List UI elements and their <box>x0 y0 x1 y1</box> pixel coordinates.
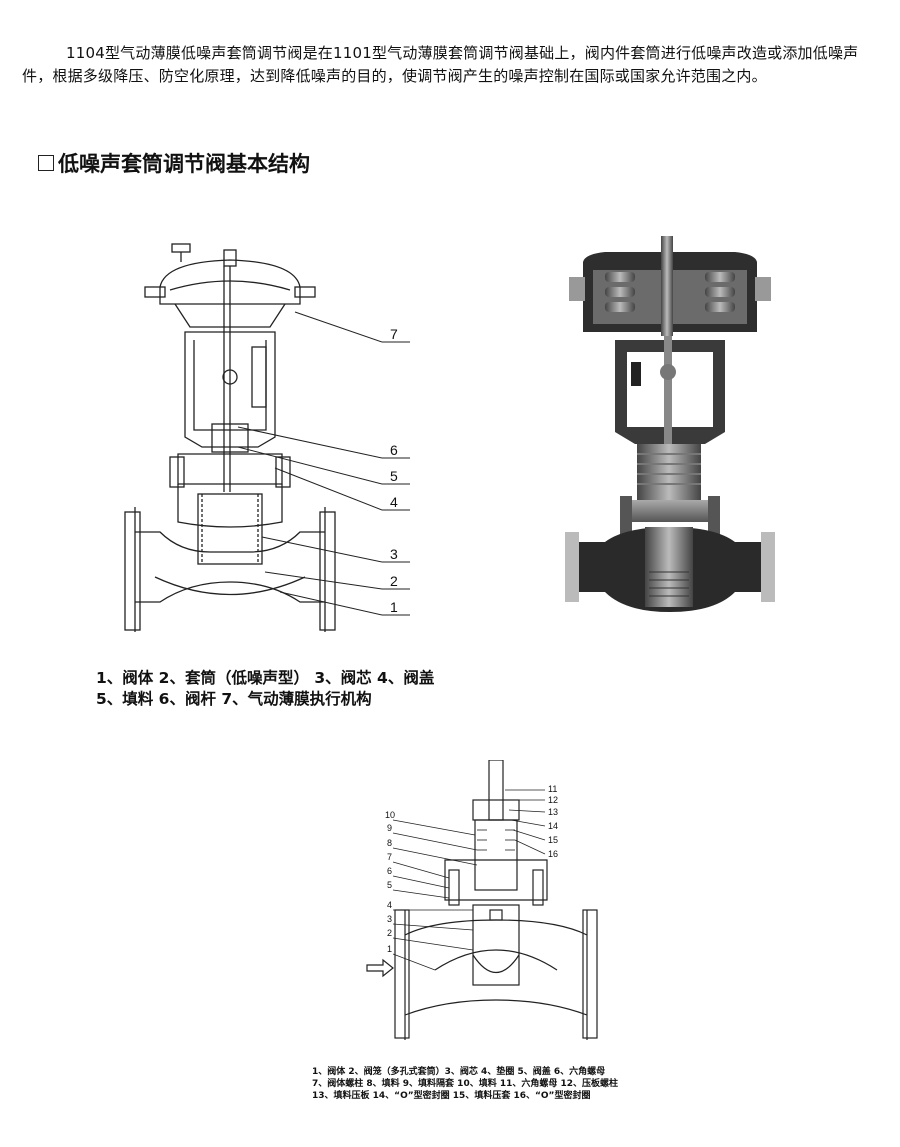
valve-sectional-drawing: 10 9 8 7 6 5 4 3 2 1 11 12 13 14 15 16 <box>366 760 598 1040</box>
section-callout-1: 1 <box>387 944 392 954</box>
section-callout-10: 10 <box>385 810 395 820</box>
callout-2: 2 <box>390 573 398 589</box>
section-callout-13: 13 <box>548 807 558 817</box>
section-callout-7: 7 <box>387 852 392 862</box>
callout-4: 4 <box>390 494 398 510</box>
callout-1: 1 <box>390 599 398 615</box>
section-callout-2: 2 <box>387 928 392 938</box>
caption-line: 5、填料 6、阀杆 7、气动薄膜执行机构 <box>96 690 372 708</box>
section-callout-6: 6 <box>387 866 392 876</box>
caption-line: 1、阀体 2、套筒（低噪声型） 3、阀芯 4、阀盖 <box>96 669 435 687</box>
section-callout-3: 3 <box>387 914 392 924</box>
valve-line-drawing: 7 6 5 4 3 2 1 <box>124 243 410 632</box>
section-title-text: 低噪声套筒调节阀基本结构 <box>58 152 310 176</box>
callout-3: 3 <box>390 546 398 562</box>
section-callout-14: 14 <box>548 821 558 831</box>
section-title: 低噪声套筒调节阀基本结构 <box>38 148 310 178</box>
caption-line: 1、阀体 2、阀笼（多孔式套筒）3、阀芯 4、垫圈 5、阀盖 6、六角螺母 <box>312 1067 606 1077</box>
callout-7: 7 <box>390 326 398 342</box>
checkbox-icon <box>38 155 54 171</box>
section-callout-9: 9 <box>387 823 392 833</box>
caption-line: 7、阀体螺柱 8、填料 9、填料隔套 10、填料 11、六角螺母 12、压板螺柱 <box>312 1079 619 1089</box>
intro-paragraph: 1104型气动薄膜低噪声套筒调节阀是在1101型气动薄膜套筒调节阀基础上，阀内件… <box>22 44 859 85</box>
section-callout-16: 16 <box>548 849 558 859</box>
caption-line: 13、填料压板 14、“O”型密封圈 15、填料压套 16、“O”型密封圈 <box>312 1091 591 1101</box>
section-callout-8: 8 <box>387 838 392 848</box>
callout-5: 5 <box>390 468 398 484</box>
figure3-caption: 1、阀体 2、阀笼（多孔式套筒）3、阀芯 4、垫圈 5、阀盖 6、六角螺母 7、… <box>312 1066 618 1102</box>
section-callout-4: 4 <box>387 900 392 910</box>
section-callout-11: 11 <box>548 784 557 794</box>
section-callout-5: 5 <box>387 880 392 890</box>
callout-6: 6 <box>390 442 398 458</box>
section-callout-12: 12 <box>548 795 558 805</box>
valve-cutaway-render <box>565 236 775 612</box>
section-callout-15: 15 <box>548 835 558 845</box>
figure1-caption: 1、阀体 2、套筒（低噪声型） 3、阀芯 4、阀盖 5、填料 6、阀杆 7、气动… <box>96 668 434 710</box>
